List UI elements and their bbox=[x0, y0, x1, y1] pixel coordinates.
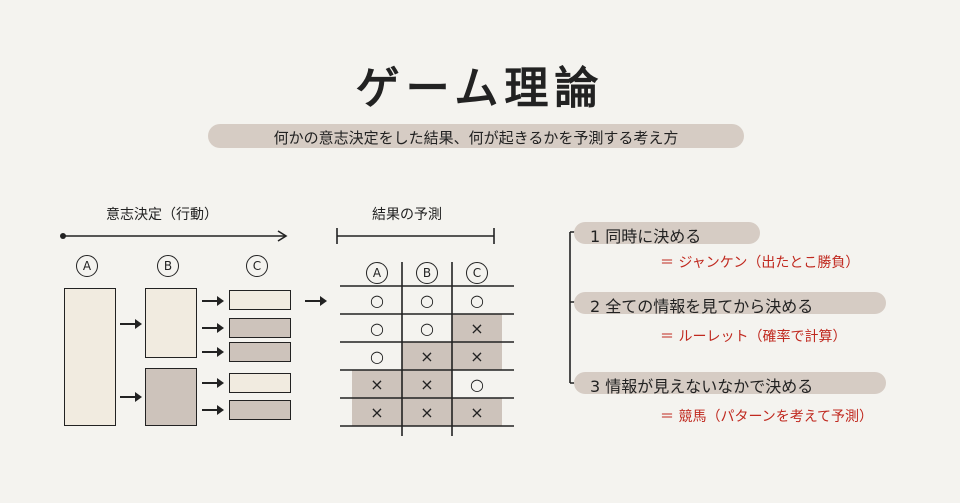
result-cell: ○ bbox=[370, 291, 384, 310]
arrow-b-to-c5 bbox=[202, 405, 224, 415]
result-col-header: A bbox=[366, 262, 388, 284]
decision-label-a: A bbox=[76, 255, 98, 277]
result-cell: × bbox=[470, 403, 484, 422]
result-col-header: B bbox=[416, 262, 438, 284]
decision-label-c: C bbox=[246, 255, 268, 277]
result-cell: ○ bbox=[420, 291, 434, 310]
result-cell-bg bbox=[452, 342, 502, 370]
step-1-highlight bbox=[574, 222, 760, 244]
result-cell-bg bbox=[352, 370, 402, 398]
result-cell: ○ bbox=[470, 375, 484, 394]
timeline-arrowhead bbox=[277, 230, 288, 242]
result-cell-bg bbox=[402, 342, 452, 370]
decision-block-c3 bbox=[229, 342, 291, 362]
result-col-header: C bbox=[466, 262, 488, 284]
result-cell: × bbox=[470, 319, 484, 338]
step-2-example: ＝ ルーレット（確率で計算） bbox=[660, 329, 847, 345]
result-cell: ○ bbox=[470, 291, 484, 310]
step-3-example: ＝ 競馬（パターンを考えて予測） bbox=[660, 409, 874, 425]
result-cell: × bbox=[420, 403, 434, 422]
arrow-b-to-c1 bbox=[202, 296, 224, 306]
result-cell-bg bbox=[452, 398, 502, 426]
decision-block-b1 bbox=[145, 288, 197, 358]
result-cell: × bbox=[420, 375, 434, 394]
decision-label-b: B bbox=[157, 255, 179, 277]
decision-header: 意志決定（行動） bbox=[106, 207, 218, 223]
step-1-example: ＝ ジャンケン（出たとこ勝負） bbox=[660, 255, 860, 271]
result-cell: ○ bbox=[370, 319, 384, 338]
step-3-label: 3 情報が見えないなかで決める bbox=[590, 377, 814, 396]
subtitle: 何かの意志決定をした結果、何が起きるかを予測する考え方 bbox=[273, 129, 679, 147]
arrow-b-to-c3 bbox=[202, 347, 224, 357]
decision-block-c5 bbox=[229, 400, 291, 420]
decision-block-a bbox=[64, 288, 116, 426]
arrow-a-to-b1 bbox=[120, 319, 142, 329]
result-cell-bg bbox=[352, 398, 402, 426]
result-cell-bg bbox=[402, 370, 452, 398]
result-cell: × bbox=[420, 347, 434, 366]
result-cell: ○ bbox=[420, 319, 434, 338]
arrow-to-results bbox=[305, 296, 327, 306]
step-3-highlight bbox=[574, 372, 886, 394]
result-cell: × bbox=[470, 347, 484, 366]
decision-block-b2 bbox=[145, 368, 197, 426]
result-cell: ○ bbox=[370, 347, 384, 366]
result-cell: × bbox=[370, 403, 384, 422]
arrow-a-to-b2 bbox=[120, 392, 142, 402]
decision-block-c1 bbox=[229, 290, 291, 310]
step-2-highlight bbox=[574, 292, 886, 314]
arrow-b-to-c4 bbox=[202, 378, 224, 388]
page-title: ゲーム理論 bbox=[355, 63, 605, 114]
step-2-label: 2 全ての情報を見てから決める bbox=[590, 297, 814, 316]
decision-block-c4 bbox=[229, 373, 291, 393]
result-cell-bg bbox=[452, 314, 502, 342]
arrow-b-to-c2 bbox=[202, 323, 224, 333]
result-header: 結果の予測 bbox=[372, 207, 442, 223]
decision-block-c2 bbox=[229, 318, 291, 338]
result-cell-bg bbox=[402, 398, 452, 426]
step-1-label: 1 同時に決める bbox=[590, 227, 702, 246]
result-cell: × bbox=[370, 375, 384, 394]
subtitle-highlight: 何かの意志決定をした結果、何が起きるかを予測する考え方 bbox=[208, 124, 744, 148]
